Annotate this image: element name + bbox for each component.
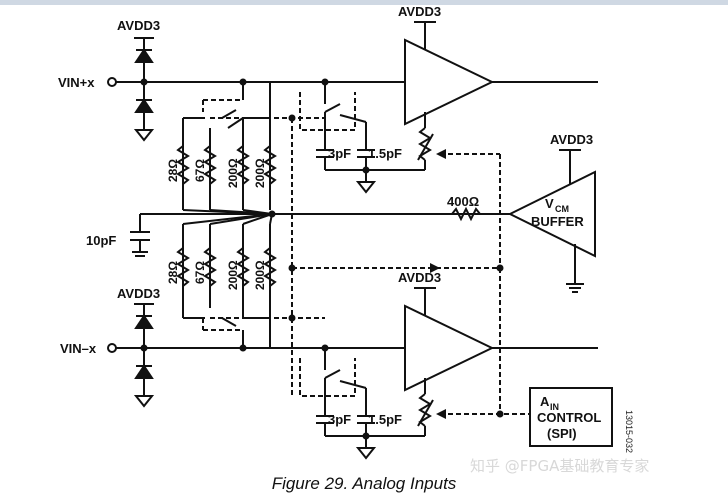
resistor-200a-label-top: 200Ω <box>226 158 240 188</box>
resistor-200a-label-bottom: 200Ω <box>226 260 240 290</box>
vcm-sub-label: CM <box>555 204 569 214</box>
resistor-200b-label-top: 200Ω <box>253 158 267 188</box>
resistor-67-label-bottom: 67Ω <box>193 261 207 284</box>
avdd3-label-vcm: AVDD3 <box>550 132 593 147</box>
avdd3-label-bottom: AVDD3 <box>117 286 160 301</box>
ain-sub-label: IN <box>550 402 559 412</box>
resistor-67-label-top: 67Ω <box>193 159 207 182</box>
figure-caption: Figure 29. Analog Inputs <box>271 474 457 493</box>
watermark: 知乎 @FPGA基础教育专家 <box>470 457 650 475</box>
cap-1-5pf-label-top: 1.5pF <box>368 146 402 161</box>
vcm-v-label: V <box>545 196 554 211</box>
cap-3pf-label-bottom: 3pF <box>328 412 351 427</box>
cap-3pf-label-top: 3pF <box>328 146 351 161</box>
avdd3-label-amp-top: AVDD3 <box>398 4 441 19</box>
vin-plus-label: VIN+x <box>58 75 95 90</box>
control-label: CONTROL <box>537 410 601 425</box>
top-bar <box>0 0 728 5</box>
cap-10pf-label: 10pF <box>86 233 116 248</box>
cap-1-5pf-label-bottom: 1.5pF <box>368 412 402 427</box>
resistor-28-label-top: 28Ω <box>166 159 180 182</box>
buffer-label: BUFFER <box>531 214 584 229</box>
resistor-200b-label-bottom: 200Ω <box>253 260 267 290</box>
avdd3-label-top: AVDD3 <box>117 18 160 33</box>
vin-minus-label: VIN–x <box>60 341 97 356</box>
ain-a-label: A <box>540 394 550 409</box>
resistor-400-label: 400Ω <box>447 194 479 209</box>
avdd3-label-amp-bottom: AVDD3 <box>398 270 441 285</box>
spi-label: (SPI) <box>547 426 577 441</box>
figure-code: 13015-032 <box>624 410 634 454</box>
resistor-28-label-bottom: 28Ω <box>166 261 180 284</box>
